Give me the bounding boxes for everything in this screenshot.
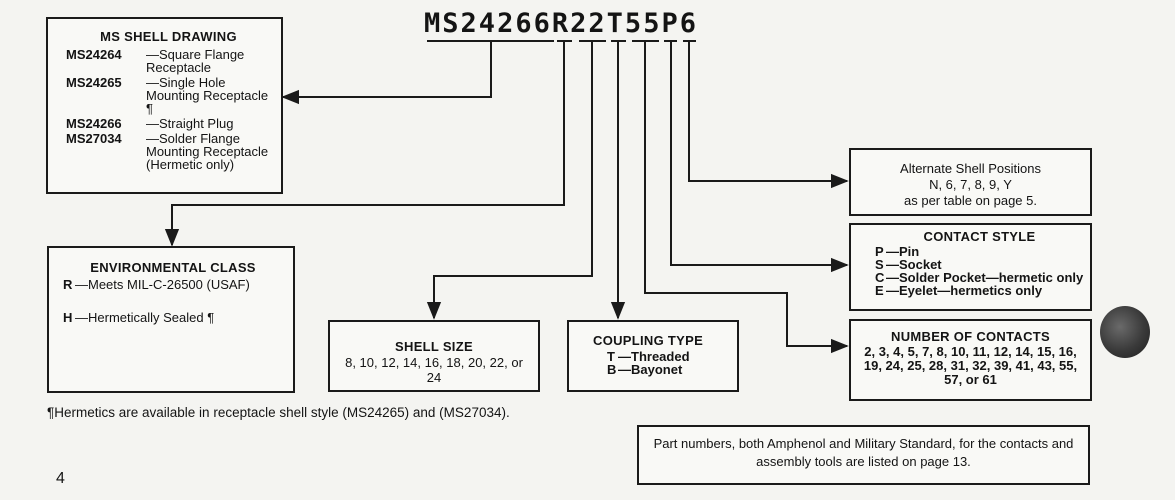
pn-char: 2: [570, 8, 589, 39]
environmental-item: H—Hermetically Sealed ¶: [63, 310, 215, 325]
alternate-positions-box: Alternate Shell Positions N, 6, 7, 8, 9,…: [849, 148, 1092, 216]
contact-style-item: C—Solder Pocket—hermetic only: [875, 270, 1084, 285]
arrow-alternate: [688, 41, 849, 189]
note-text: Part numbers, both Amphenol and Military…: [653, 436, 1074, 469]
arrow-contacts: [644, 41, 849, 354]
contact-style-title: CONTACT STYLE: [923, 229, 1036, 244]
pn-char: 6: [533, 8, 552, 39]
arrow-shell-size: [426, 41, 593, 320]
pn-char: 5: [624, 8, 644, 39]
ms-shell-item: MS24266—Straight Plug: [66, 116, 234, 131]
pn-char: S: [442, 8, 461, 39]
note-box: Part numbers, both Amphenol and Military…: [637, 425, 1090, 485]
number-of-contacts-box: NUMBER OF CONTACTS 2, 3, 4, 5, 7, 8, 10,…: [849, 319, 1092, 401]
contact-style-item: S—Socket: [875, 257, 942, 272]
pn-char: 5: [643, 8, 662, 39]
pn-char: 4: [478, 8, 498, 39]
arrow-ms-shell: [281, 41, 492, 105]
shell-size-box: SHELL SIZE 8, 10, 12, 14, 16, 18, 20, 22…: [328, 320, 540, 392]
environmental-class-box: ENVIRONMENTAL CLASS R—Meets MIL-C-26500 …: [47, 246, 295, 393]
shell-size-values: 8, 10, 12, 14, 16, 18, 20, 22, or 24: [345, 355, 523, 385]
contact-style-box: CONTACT STYLE P—Pin S—Socket C—Solder Po…: [849, 223, 1092, 311]
pn-char: 6: [515, 8, 534, 39]
footnote: ¶Hermetics are available in receptacle s…: [47, 405, 510, 420]
shell-size-title: SHELL SIZE: [395, 339, 473, 354]
ms-shell-item: MS24265—Single Hole Mounting Receptacle …: [66, 75, 269, 116]
ms-shell-item: MS27034—Solder Flange Mounting Receptacl…: [66, 131, 269, 172]
arrow-environmental: [164, 41, 565, 247]
punch-hole-dot: [1100, 306, 1150, 358]
coupling-type-box: COUPLING TYPE T—Threaded B—Bayonet: [567, 320, 739, 392]
pn-char: R: [551, 8, 571, 39]
environmental-title: ENVIRONMENTAL CLASS: [90, 260, 256, 275]
coupling-title: COUPLING TYPE: [593, 333, 704, 348]
arrow-contact-style: [670, 41, 849, 273]
pn-char: P: [661, 8, 680, 39]
alternate-positions: N, 6, 7, 8, 9, Y: [929, 177, 1012, 192]
pn-char: M: [424, 8, 443, 39]
pn-char: 6: [679, 8, 698, 39]
pn-char: 2: [460, 8, 479, 39]
environmental-item: R—Meets MIL-C-26500 (USAF): [63, 277, 250, 292]
coupling-item: B—Bayonet: [607, 362, 683, 377]
contact-style-item: E—Eyelet—hermetics only: [875, 283, 1043, 298]
alternate-line3: as per table on page 5.: [904, 193, 1037, 208]
ms-shell-drawing-box: MS SHELL DRAWING MS24264—Square Flange R…: [46, 17, 283, 194]
pn-char: 2: [588, 8, 607, 39]
contact-style-item: P—Pin: [875, 244, 920, 259]
coupling-item: T—Threaded: [607, 349, 690, 364]
ms-shell-title: MS SHELL DRAWING: [100, 29, 237, 44]
contacts-title: NUMBER OF CONTACTS: [891, 329, 1050, 344]
contacts-values: 2, 3, 4, 5, 7, 8, 10, 11, 12, 14, 15, 16…: [863, 344, 1078, 387]
pn-char: 2: [497, 8, 516, 39]
page-number: 4: [56, 470, 65, 487]
part-number: MS24266R22T55P6: [424, 8, 698, 39]
alternate-line1: Alternate Shell Positions: [900, 161, 1041, 176]
ms-shell-item: MS24264—Square Flange Receptacle: [66, 47, 245, 75]
pn-char: T: [606, 8, 625, 39]
